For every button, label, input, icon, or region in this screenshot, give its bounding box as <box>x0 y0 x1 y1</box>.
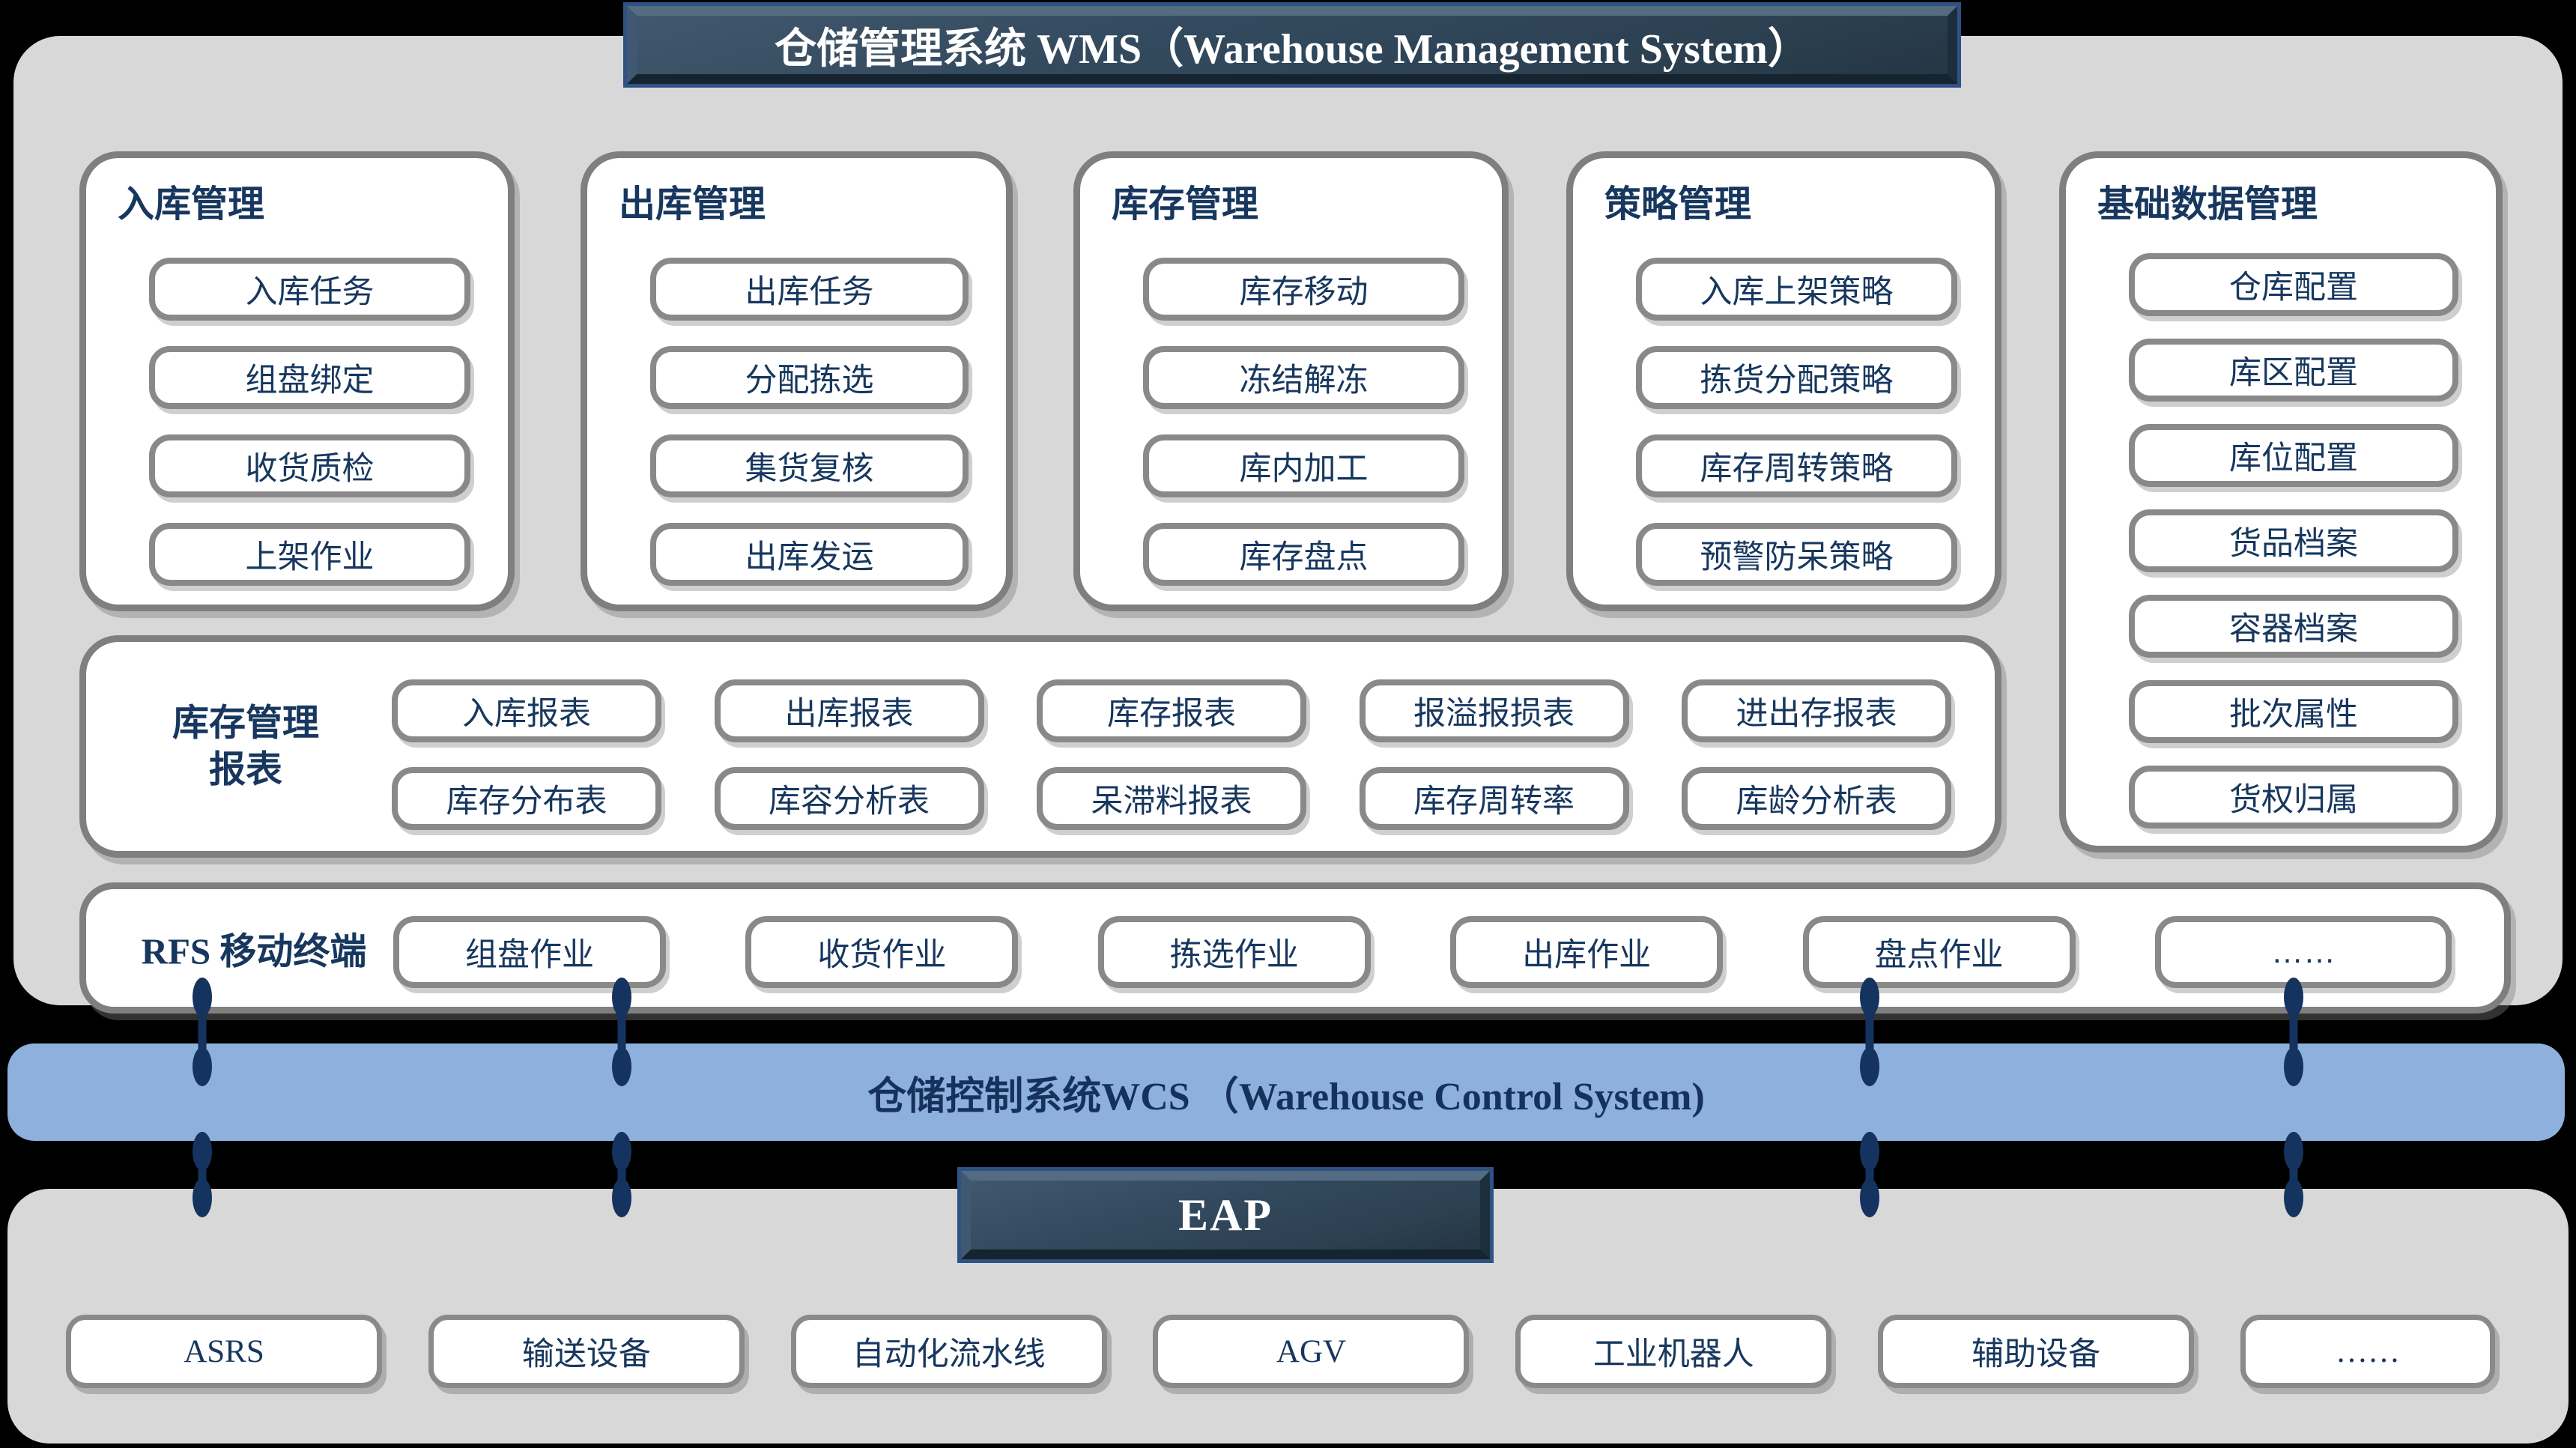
report-box: 库容分析表 <box>714 767 984 830</box>
module-box: 库存移动 <box>1143 258 1464 321</box>
group-strategy-management: 策略管理 入库上架策略 拣货分配策略 库存周转策略 预警防呆策略 <box>1566 151 2001 611</box>
report-box: 入库报表 <box>392 679 661 742</box>
device-box-ellipsis: …… <box>2240 1315 2495 1388</box>
module-box: 库内加工 <box>1143 434 1464 497</box>
module-box: 出库发运 <box>650 523 969 586</box>
report-box: 库存报表 <box>1037 679 1306 742</box>
rfs-box-ellipsis: …… <box>2154 916 2452 988</box>
group-outbound-management: 出库管理 出库任务 分配拣选 集货复核 出库发运 <box>581 151 1013 611</box>
rfs-box: 组盘作业 <box>393 916 666 988</box>
rfs-box: 收货作业 <box>745 916 1019 988</box>
group-item-list: 库存移动 冻结解冻 库内加工 库存盘点 <box>1143 258 1464 586</box>
group-basic-data-management: 基础数据管理 仓库配置 库区配置 库位配置 货品档案 容器档案 批次属性 货权归… <box>2059 151 2503 852</box>
device-box: ASRS <box>66 1315 382 1388</box>
module-box: 批次属性 <box>2129 680 2458 743</box>
eap-banner: EAP <box>961 1171 1490 1259</box>
module-box: 收货质检 <box>149 434 470 497</box>
device-box: 输送设备 <box>428 1315 745 1388</box>
module-box: 上架作业 <box>149 523 470 586</box>
device-box: AGV <box>1153 1315 1470 1388</box>
reports-label: 库存管理 报表 <box>122 700 369 793</box>
module-box: 拣货分配策略 <box>1636 346 1957 409</box>
device-box: 自动化流水线 <box>790 1315 1107 1388</box>
module-box: 入库任务 <box>149 258 470 321</box>
rfs-label: RFS 移动终端 <box>141 930 367 972</box>
module-box: 库存周转策略 <box>1636 434 1957 497</box>
report-box: 呆滞料报表 <box>1037 767 1306 830</box>
group-title: 出库管理 <box>619 184 766 225</box>
group-item-list: 仓库配置 库区配置 库位配置 货品档案 容器档案 批次属性 货权归属 <box>2129 253 2458 828</box>
group-title: 策略管理 <box>1604 184 1752 225</box>
group-title: 入库管理 <box>118 184 265 225</box>
reports-grid: 入库报表 出库报表 库存报表 报溢报损表 进出存报表 库存分布表 库容分析表 呆… <box>392 679 1951 830</box>
group-item-list: 入库上架策略 拣货分配策略 库存周转策略 预警防呆策略 <box>1636 258 1957 586</box>
group-title: 基础数据管理 <box>2097 184 2318 225</box>
wms-panel: 入库管理 入库任务 组盘绑定 收货质检 上架作业 出库管理 出库任务 分配拣选 … <box>13 36 2563 1014</box>
module-box: 冻结解冻 <box>1143 346 1464 409</box>
module-box: 库位配置 <box>2129 424 2458 487</box>
group-rfs-mobile-terminal: RFS 移动终端 组盘作业 收货作业 拣选作业 出库作业 盘点作业 …… <box>79 882 2511 1014</box>
module-box: 仓库配置 <box>2129 253 2458 316</box>
module-box: 预警防呆策略 <box>1636 523 1957 586</box>
group-inventory-reports: 库存管理 报表 入库报表 出库报表 库存报表 报溢报损表 进出存报表 库存分布表… <box>79 635 2001 858</box>
group-title: 库存管理 <box>1112 184 1259 225</box>
wms-title-banner: 仓储管理系统 WMS（Warehouse Management System） <box>627 6 1957 84</box>
rfs-box: 拣选作业 <box>1097 916 1371 988</box>
module-box: 集货复核 <box>650 434 969 497</box>
module-box: 库区配置 <box>2129 339 2458 402</box>
rfs-box: 出库作业 <box>1450 916 1724 988</box>
wcs-band: 仓储控制系统WCS （Warehouse Control System) <box>7 1043 2565 1141</box>
module-box: 出库任务 <box>650 258 969 321</box>
group-item-list: 出库任务 分配拣选 集货复核 出库发运 <box>650 258 969 586</box>
module-box: 货品档案 <box>2129 509 2458 572</box>
module-box: 组盘绑定 <box>149 346 470 409</box>
module-box: 库存盘点 <box>1143 523 1464 586</box>
rfs-item-list: 组盘作业 收货作业 拣选作业 出库作业 盘点作业 …… <box>393 916 2452 988</box>
reports-label-line2: 报表 <box>208 749 282 790</box>
report-box: 库龄分析表 <box>1682 767 1951 830</box>
module-box: 入库上架策略 <box>1636 258 1957 321</box>
reports-label-line1: 库存管理 <box>172 702 319 743</box>
report-box: 进出存报表 <box>1682 679 1951 742</box>
group-item-list: 入库任务 组盘绑定 收货质检 上架作业 <box>149 258 470 586</box>
device-box: 工业机器人 <box>1515 1315 1832 1388</box>
device-box: 辅助设备 <box>1878 1315 2195 1388</box>
device-list: ASRS 输送设备 自动化流水线 AGV 工业机器人 辅助设备 …… <box>66 1315 2495 1388</box>
module-box: 容器档案 <box>2129 595 2458 658</box>
module-box: 货权归属 <box>2129 766 2458 828</box>
group-inventory-management: 库存管理 库存移动 冻结解冻 库内加工 库存盘点 <box>1073 151 1509 611</box>
report-box: 报溢报损表 <box>1359 679 1629 742</box>
group-inbound-management: 入库管理 入库任务 组盘绑定 收货质检 上架作业 <box>79 151 515 611</box>
rfs-box: 盘点作业 <box>1802 916 2076 988</box>
report-box: 库存分布表 <box>392 767 661 830</box>
report-box: 出库报表 <box>714 679 984 742</box>
report-box: 库存周转率 <box>1359 767 1629 830</box>
module-box: 分配拣选 <box>650 346 969 409</box>
